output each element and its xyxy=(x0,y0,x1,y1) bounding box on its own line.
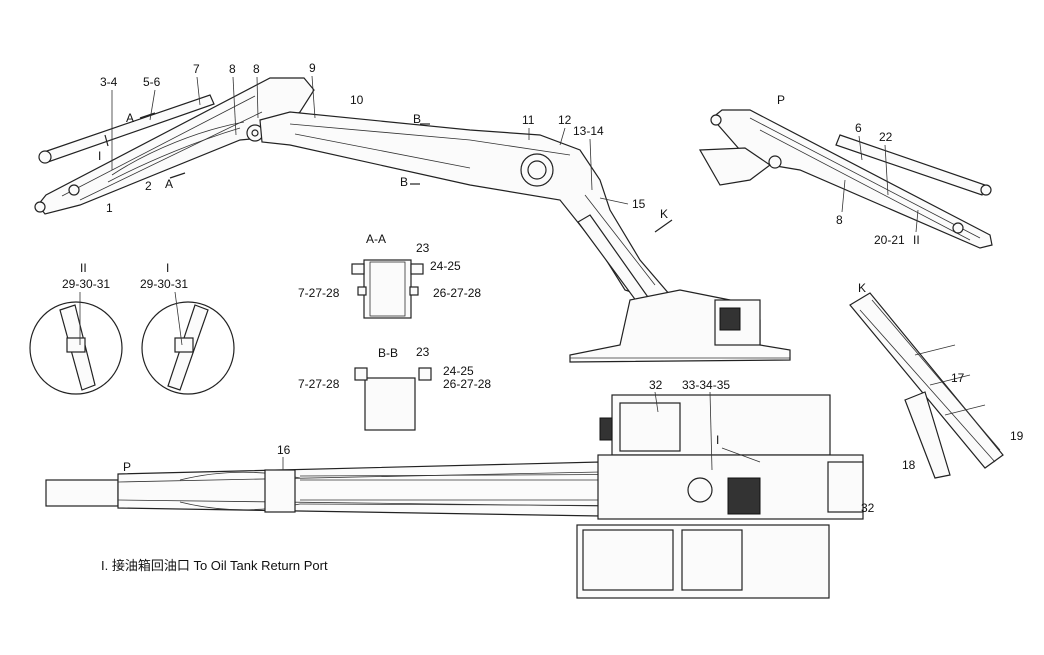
callout-7-27-28-b: 7-27-28 xyxy=(298,377,340,391)
callout-a-a: A-A xyxy=(366,232,386,246)
callout-b-bottom: B xyxy=(400,175,408,189)
callout-20-21: 20-21 xyxy=(874,233,905,247)
callout-3-4: 3-4 xyxy=(100,75,118,89)
callout-p-right: P xyxy=(777,93,785,107)
section-a-a: A-A 23 24-25 7-27-28 26-27-28 xyxy=(298,232,481,319)
callout-12: 12 xyxy=(558,113,572,127)
callout-i-detail: I xyxy=(166,261,169,275)
callout-26-27-28-b: 26-27-28 xyxy=(443,377,491,391)
callout-8-right: 8 xyxy=(836,213,843,227)
callout-5-6: 5-6 xyxy=(143,75,161,89)
callout-p-chassis: P xyxy=(123,460,131,474)
callout-i-boom: I xyxy=(98,149,101,163)
detail-circle-ii xyxy=(29,301,123,395)
callout-23-b: 23 xyxy=(416,345,430,359)
right-arm-cylinder xyxy=(835,134,986,196)
legend-return-port: I. 接油箱回油口 To Oil Tank Return Port xyxy=(101,558,328,573)
callout-k-view: K xyxy=(858,281,866,295)
callout-b-b: B-B xyxy=(378,346,398,360)
callout-24-25-a: 24-25 xyxy=(430,259,461,273)
callout-26-27-28-a: 26-27-28 xyxy=(433,286,481,300)
callout-7: 7 xyxy=(193,62,200,76)
callout-24-25-b: 24-25 xyxy=(443,364,474,378)
callout-29-31-right: 29-30-31 xyxy=(140,277,188,291)
callout-16: 16 xyxy=(277,443,291,457)
boom xyxy=(259,111,672,301)
callout-8-a: 8 xyxy=(229,62,236,76)
callout-32-right: 32 xyxy=(861,501,875,515)
chassis-plan-view: 32 33-34-35 I 16 P 32 xyxy=(45,378,875,599)
callout-k-arrow: K xyxy=(660,207,668,221)
callout-i-chassis: I xyxy=(716,433,719,447)
callout-1: 1 xyxy=(106,201,113,215)
callout-8-b: 8 xyxy=(253,62,260,76)
callout-29-31-left: 29-30-31 xyxy=(62,277,110,291)
callout-6-right: 6 xyxy=(855,121,862,135)
callout-a-bottom: A xyxy=(165,177,173,191)
callout-7-27-28-a: 7-27-28 xyxy=(298,286,340,300)
main-boom-arm-assembly xyxy=(34,77,791,363)
callout-15: 15 xyxy=(632,197,646,211)
callout-17: 17 xyxy=(951,371,965,385)
callout-23-a: 23 xyxy=(416,241,430,255)
section-b-b: B-B 23 24-25 7-27-28 26-27-28 xyxy=(298,345,491,431)
callout-32-top: 32 xyxy=(649,378,663,392)
callout-b-top: B xyxy=(413,112,421,126)
callout-19: 19 xyxy=(1010,429,1024,443)
callout-a-top: A xyxy=(126,111,134,125)
detail-views: II I 29-30-31 29-30-31 xyxy=(29,261,235,395)
arm xyxy=(37,77,315,215)
view-k: K 17 19 18 xyxy=(849,281,1024,479)
main-callouts: 3-4 5-6 7 8 8 9 10 11 12 13-14 15 1 2 A … xyxy=(98,61,668,221)
callout-ii-detail: II xyxy=(80,261,87,275)
callout-10: 10 xyxy=(350,93,364,107)
detail-circle-i xyxy=(141,301,235,395)
callout-9: 9 xyxy=(309,61,316,75)
callout-18: 18 xyxy=(902,458,916,472)
callout-11: 11 xyxy=(522,113,535,127)
callout-13-14: 13-14 xyxy=(573,124,604,138)
callout-33-34-35: 33-34-35 xyxy=(682,378,730,392)
callout-22-right: 22 xyxy=(879,130,893,144)
callout-2: 2 xyxy=(145,179,152,193)
callout-ii-right: II xyxy=(913,233,920,247)
right-arm-view: P 6 22 8 20-21 II xyxy=(698,93,993,249)
